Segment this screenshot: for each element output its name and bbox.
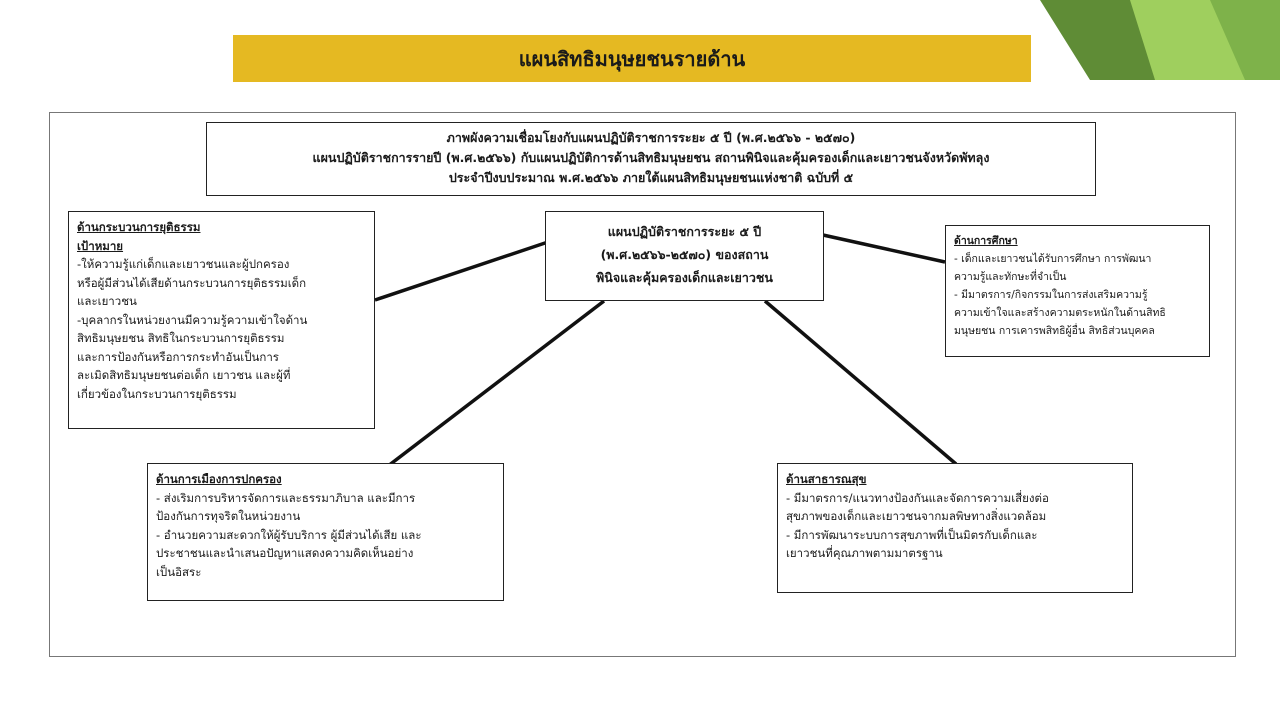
corner-decoration [1040,0,1280,80]
center-line-3: พินิจและคุ้มครองเด็กและเยาวชน [596,270,773,285]
politics-line-5: เป็นอิสระ [156,564,202,579]
slide-title-band: แผนสิทธิมนุษยชนรายด้าน [233,35,1031,82]
justice-subtitle: เป้าหมาย [77,238,124,253]
justice-title: ด้านกระบวนการยุติธรรม [77,220,201,234]
health-line-4: เยาวชนที่คุณภาพตามมาตรฐาน [786,546,943,560]
justice-line-8: เกี่ยวข้องในกระบวนการยุติธรรม [77,386,237,401]
justice-line-6: และการป้องกันหรือการกระทำอันเป็นการ [77,349,279,364]
justice-box: ด้านกระบวนการยุติธรรม เป้าหมาย -ให้ความร… [68,211,375,429]
politics-line-1: - ส่งเริมการบริหารจัดการและธรรมาภิบาล แล… [156,490,416,505]
header-line-2: แผนปฏิบัติราชการรายปี (พ.ศ.๒๕๖๖) กับแผนป… [312,150,990,165]
connector-politics [386,299,606,468]
politics-line-3: - อำนวยความสะดวกให้ผู้รับบริการ ผู้มีส่ว… [156,527,422,542]
center-line-1: แผนปฏิบัติราชการระยะ ๕ ปี [607,224,762,239]
politics-box: ด้านการเมืองการปกครอง - ส่งเริมการบริหาร… [147,463,504,601]
diagram-header-box: ภาพผังความเชื่อมโยงกับแผนปฏิบัติราชการระ… [206,122,1096,196]
justice-line-3: และเยาวชน [77,294,137,308]
education-line-2: ความรู้และทักษะที่จำเป็น [954,271,1067,283]
corner-shape-mid [1210,0,1280,80]
education-line-1: - เด็กและเยาวชนได้รับการศึกษา การพัฒนา [954,253,1152,265]
diagram-frame [49,112,1236,657]
center-plan-box: แผนปฏิบัติราชการระยะ ๕ ปี (พ.ศ.๒๕๖๖-๒๕๗๐… [545,211,824,301]
header-line-1: ภาพผังความเชื่อมโยงกับแผนปฏิบัติราชการระ… [446,130,856,145]
justice-line-2: หรือผู้มีส่วนได้เสียด้านกระบวนการยุติธรร… [77,275,307,290]
politics-line-4: ประชาชนและนำเสนอปัญหาแสดงความคิดเห็นอย่า… [156,546,414,560]
education-line-3: - มีมาตรการ/กิจกรรมในการส่งเสริมความรู้ [954,289,1148,301]
slide-title: แผนสิทธิมนุษยชนรายด้าน [518,46,746,71]
justice-line-5: สิทธิมนุษยชน สิทธิในกระบวนการยุติธรรม [77,331,285,345]
education-line-5: มนุษยชน การเคารพสิทธิผู้อื่น สิทธิส่วนบุ… [954,325,1155,337]
education-box: ด้านการศึกษา - เด็กและเยาวชนได้รับการศึก… [945,225,1210,357]
health-box: ด้านสาธารณสุข - มีมาตรการ/แนวทางป้องกันแ… [777,463,1133,593]
health-line-3: - มีการพัฒนาระบบการสุขภาพที่เป็นมิตรกับเ… [786,527,1038,542]
header-line-3: ประจำปีงบประมาณ พ.ศ.๒๕๖๖ ภายใต้แผนสิทธิม… [448,170,854,185]
health-title: ด้านสาธารณสุข [786,472,867,486]
connector-justice [374,240,549,302]
justice-line-4: -บุคลากรในหน่วยงานมีความรู้ความเข้าใจด้า… [77,312,308,327]
justice-line-7: ละเมิดสิทธิมนุษยชนต่อเด็ก เยาวชน และผู้ท… [77,368,291,382]
connector-health [763,299,958,466]
center-line-2: (พ.ศ.๒๕๖๖-๒๕๗๐) ของสถาน [600,247,769,262]
politics-line-2: ป้องกันการทุจริตในหน่วยงาน [156,509,301,523]
justice-line-1: -ให้ความรู้แก่เด็กและเยาวชนและผู้ปกครอง [77,257,290,271]
education-title: ด้านการศึกษา [954,235,1018,247]
education-line-4: ความเข้าใจและสร้างความตระหนักในด้านสิทธิ [954,307,1166,319]
health-line-1: - มีมาตรการ/แนวทางป้องกันและจัดการความเส… [786,490,1049,505]
connector-education [822,233,946,264]
politics-title: ด้านการเมืองการปกครอง [156,472,282,486]
health-line-2: สุขภาพของเด็กและเยาวชนจากมลพิษทางสิ่งแวด… [786,509,1047,523]
